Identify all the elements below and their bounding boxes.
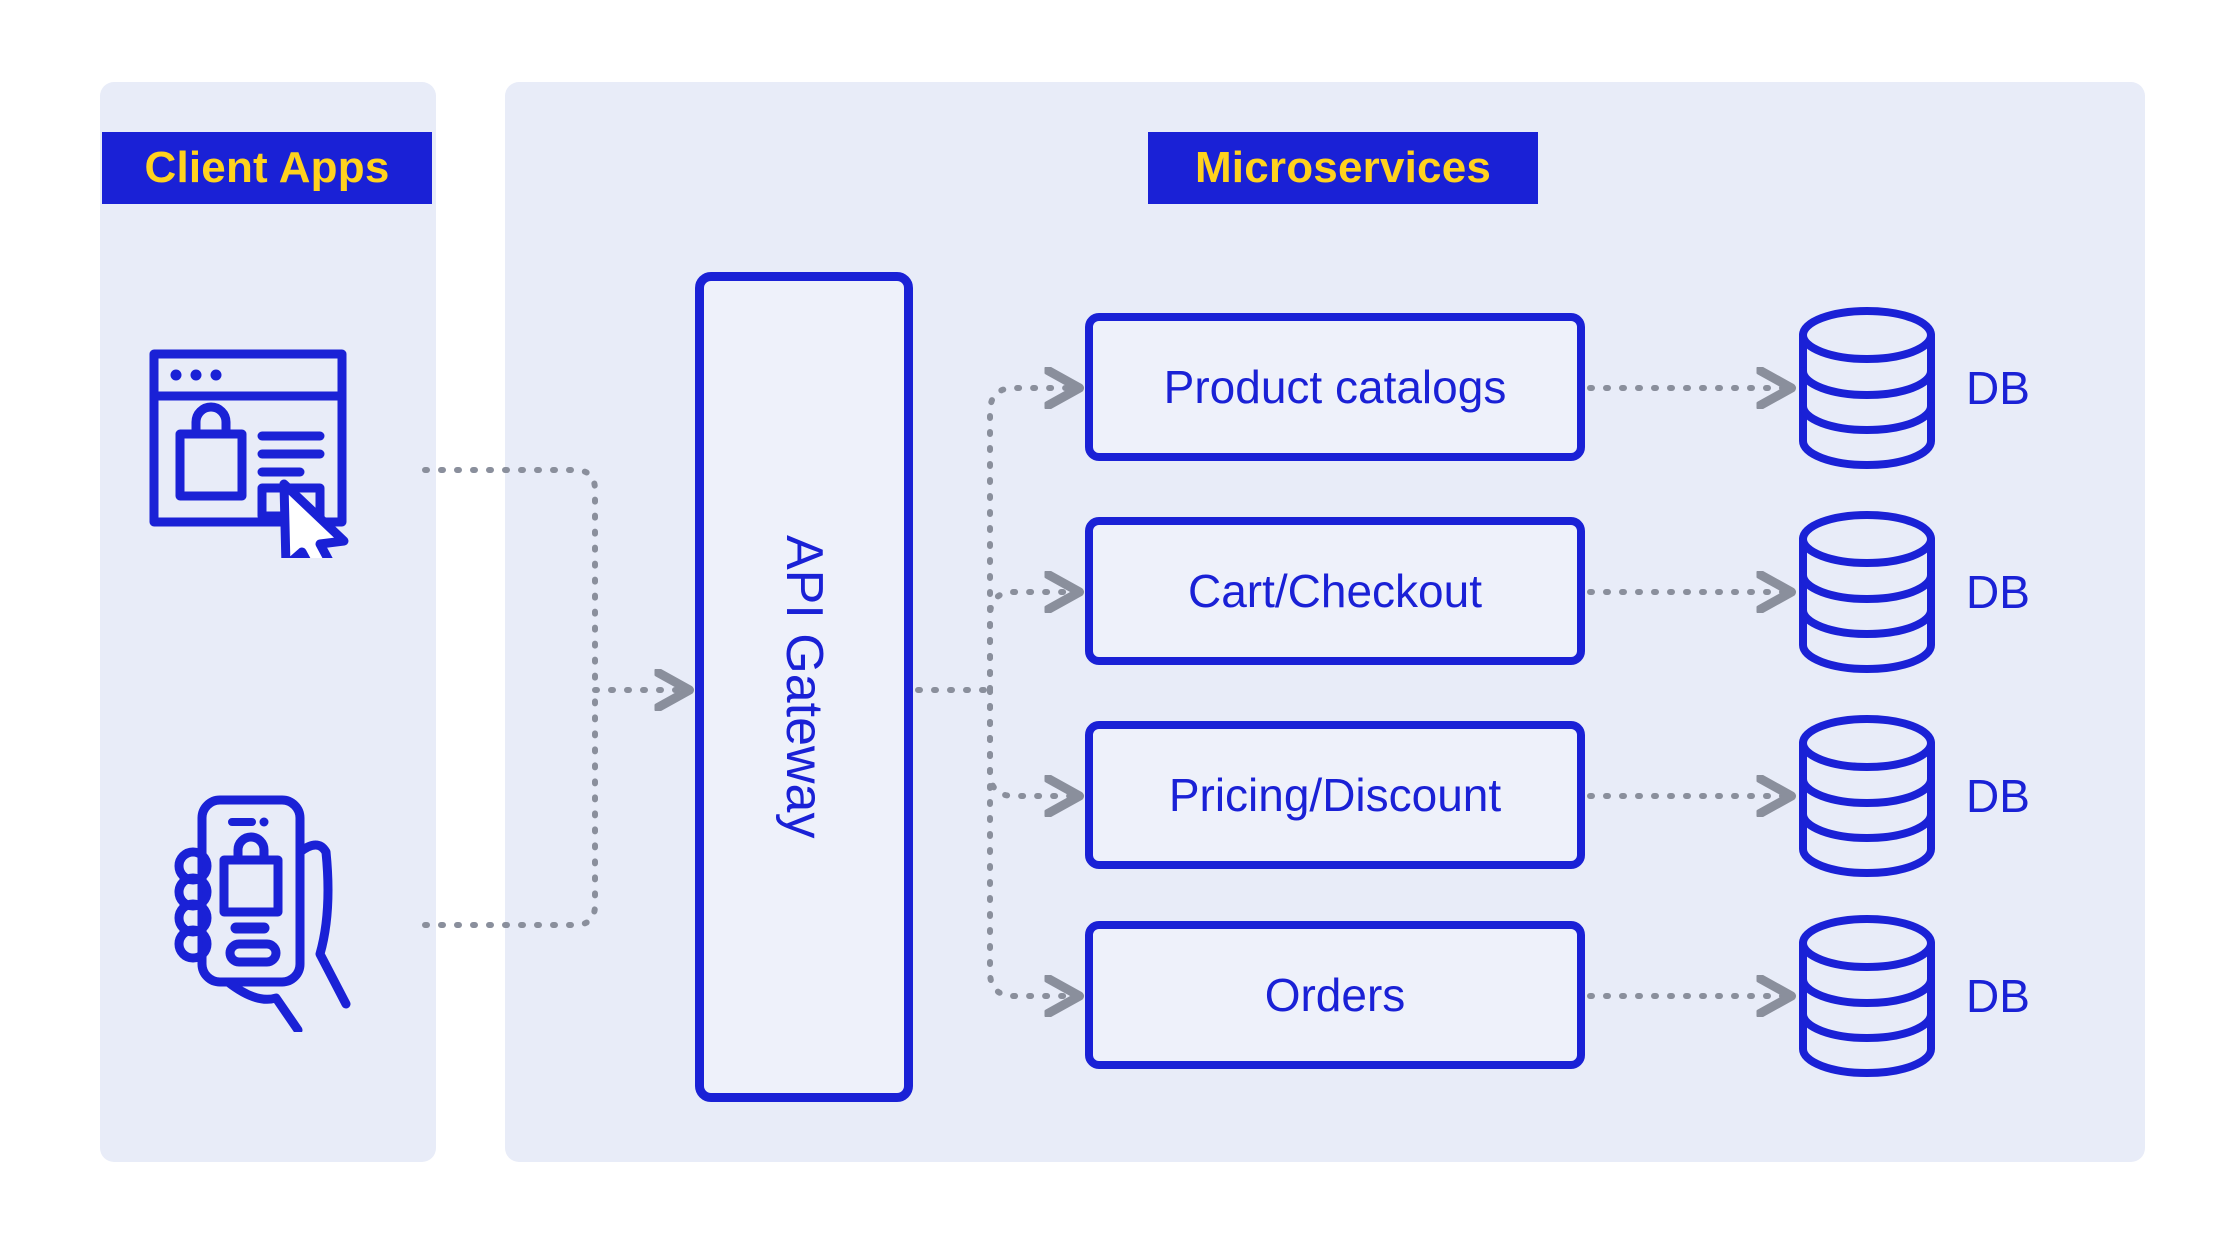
database-cylinder-icon — [1795, 711, 1940, 881]
database-cylinder-icon — [1795, 303, 1940, 473]
database-group-2: DB — [1795, 507, 2155, 677]
database-label: DB — [1966, 566, 2030, 618]
database-label: DB — [1966, 770, 2030, 822]
service-label: Product catalogs — [1163, 361, 1507, 413]
database-label: DB — [1966, 362, 2030, 414]
api-gateway-label: API Gateway — [775, 535, 833, 839]
database-label: DB — [1966, 970, 2030, 1022]
microservices-banner: Microservices — [1148, 132, 1538, 204]
service-label: Cart/Checkout — [1187, 565, 1482, 617]
service-box-4[interactable]: Orders — [1085, 921, 1585, 1069]
hand-holding-phone-shopping-icon — [160, 792, 370, 1035]
service-box-3[interactable]: Pricing/Discount — [1085, 721, 1585, 869]
database-group-4: DB — [1795, 911, 2155, 1081]
database-group-1: DB — [1795, 303, 2155, 473]
browser-shopping-cursor-icon — [148, 348, 380, 583]
service-box-2[interactable]: Cart/Checkout — [1085, 517, 1585, 665]
service-label: Orders — [1264, 969, 1406, 1021]
database-cylinder-icon — [1795, 507, 1940, 677]
database-group-3: DB — [1795, 711, 2155, 881]
service-box-1[interactable]: Product catalogs — [1085, 313, 1585, 461]
database-cylinder-icon — [1795, 911, 1940, 1081]
client-apps-banner: Client Apps — [102, 132, 432, 204]
api-gateway-box[interactable]: API Gateway — [695, 272, 913, 1102]
service-label: Pricing/Discount — [1168, 769, 1502, 821]
